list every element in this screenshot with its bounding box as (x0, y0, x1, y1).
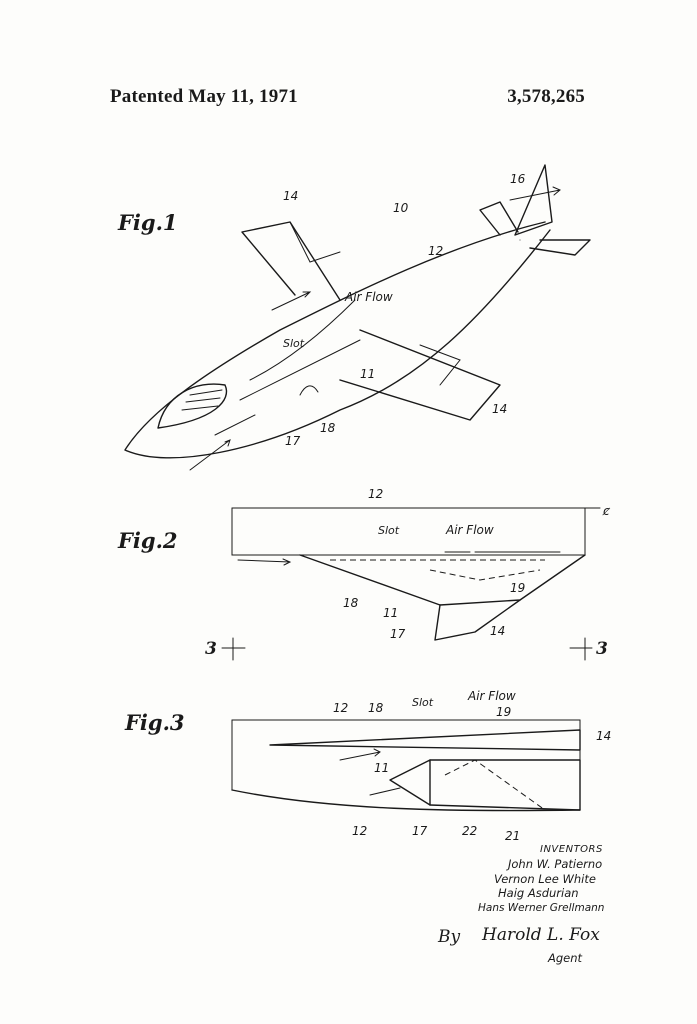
svg-text:18: 18 (343, 596, 359, 610)
patent-number: 3,578,265 (507, 86, 585, 107)
svg-text:18: 18 (368, 701, 384, 715)
svg-text:3: 3 (596, 639, 608, 659)
svg-text:12: 12 (352, 824, 367, 838)
svg-text:19: 19 (496, 705, 511, 719)
fig1-wing-right (339, 329, 501, 421)
figure-1-label: Fig.1 (117, 210, 178, 235)
svg-text:Air Flow: Air Flow (467, 689, 516, 703)
svg-text:18: 18 (320, 421, 336, 435)
svg-text:Air Flow: Air Flow (344, 290, 393, 304)
svg-text:10: 10 (393, 201, 409, 215)
svg-text:ȼ: ȼ (602, 504, 611, 518)
signature-by: By (437, 927, 460, 947)
svg-text:14: 14 (283, 189, 298, 203)
svg-text:14: 14 (492, 402, 507, 416)
figure-3: Fig.3 12 18 Slot Air Flow 19 14 11 12 17… (124, 689, 611, 843)
svg-text:11: 11 (374, 761, 389, 775)
signature-role: Agent (547, 951, 583, 965)
svg-text:14: 14 (490, 624, 505, 638)
fig1-tail-fin (514, 164, 553, 236)
svg-text:11: 11 (360, 367, 375, 381)
svg-text:3: 3 (205, 639, 217, 659)
svg-text:11: 11 (383, 606, 398, 620)
fig1-fuselage (124, 221, 551, 459)
inventors-heading: INVENTORS (540, 844, 603, 855)
svg-text:Slot: Slot (283, 337, 305, 350)
svg-text:Slot: Slot (412, 696, 434, 709)
inventor-name: Hans Werner Grellmann (478, 902, 604, 914)
fig1-canopy (157, 383, 228, 429)
svg-text:17: 17 (285, 434, 301, 448)
inventors-block: INVENTORS John W. Patierno Vernon Lee Wh… (478, 844, 604, 914)
svg-text:17: 17 (390, 627, 406, 641)
svg-text:21: 21 (505, 829, 520, 843)
svg-text:22: 22 (462, 824, 477, 838)
signature-name: Harold L. Fox (481, 925, 600, 945)
inventor-name: Vernon Lee White (494, 872, 596, 886)
svg-text:12: 12 (428, 244, 443, 258)
svg-text:Air Flow: Air Flow (445, 523, 494, 537)
fig1-wing-left (241, 221, 341, 301)
svg-text:12: 12 (368, 487, 383, 501)
svg-text:17: 17 (412, 824, 428, 838)
figure-2: Fig.2 12 ȼ Slot Air Flow 19 18 11 17 14 … (117, 487, 611, 661)
figure-3-label: Fig.3 (124, 710, 185, 735)
inventor-name: John W. Patierno (506, 857, 602, 871)
svg-text:14: 14 (596, 729, 611, 743)
figure-1: Fig.1 14 10 (117, 164, 591, 471)
inventor-name: Haig Asdurian (498, 886, 579, 900)
svg-text:12: 12 (333, 701, 348, 715)
svg-text:Slot: Slot (378, 524, 400, 537)
agent-signature: By Harold L. Fox Agent (437, 925, 600, 965)
patent-date: Patented May 11, 1971 (110, 86, 298, 107)
svg-text:19: 19 (510, 581, 525, 595)
figure-2-label: Fig.2 (117, 528, 178, 553)
svg-text:16: 16 (510, 172, 526, 186)
